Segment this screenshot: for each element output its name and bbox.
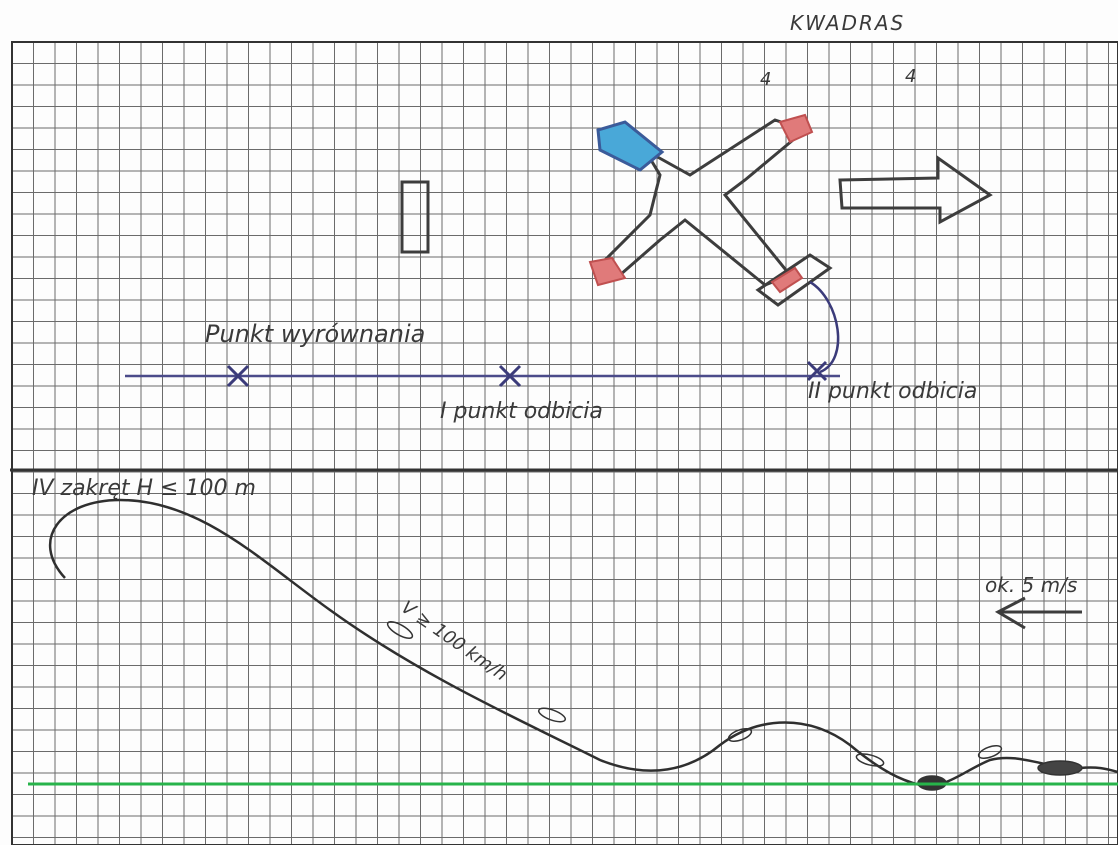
marker-punkt-wyrownania: [226, 364, 250, 388]
turn-path: [809, 280, 840, 374]
square-number-left: 4: [760, 69, 771, 90]
grid-border: [11, 41, 1118, 845]
wind-arrow-icon: [994, 596, 1082, 630]
square-number-right: 4: [905, 66, 916, 87]
graph-paper-grid: [11, 41, 1118, 845]
label-punkt-wyrownania: Punkt wyrównania: [205, 320, 425, 348]
label-punkt-odbicia-1: I punkt odbicia: [440, 399, 603, 424]
flight-profile-curve: [48, 498, 1118, 788]
marker-punkt-odbicia-2: [806, 360, 828, 382]
label-punkt-odbicia-2: II punkt odbicia: [808, 379, 977, 404]
header-label: KWADRAS: [790, 11, 905, 35]
label-wind: ok. 5 m/s: [985, 573, 1077, 597]
direction-arrow-icon: [838, 155, 993, 225]
marker-punkt-odbicia-1: [498, 364, 522, 388]
label-zakret: IV zakręt H ≤ 100 m: [32, 476, 256, 501]
label-speed: V ≥ 100 km/h: [397, 597, 511, 686]
aircraft-top-view: [588, 113, 833, 307]
runway-marker: [400, 180, 430, 254]
